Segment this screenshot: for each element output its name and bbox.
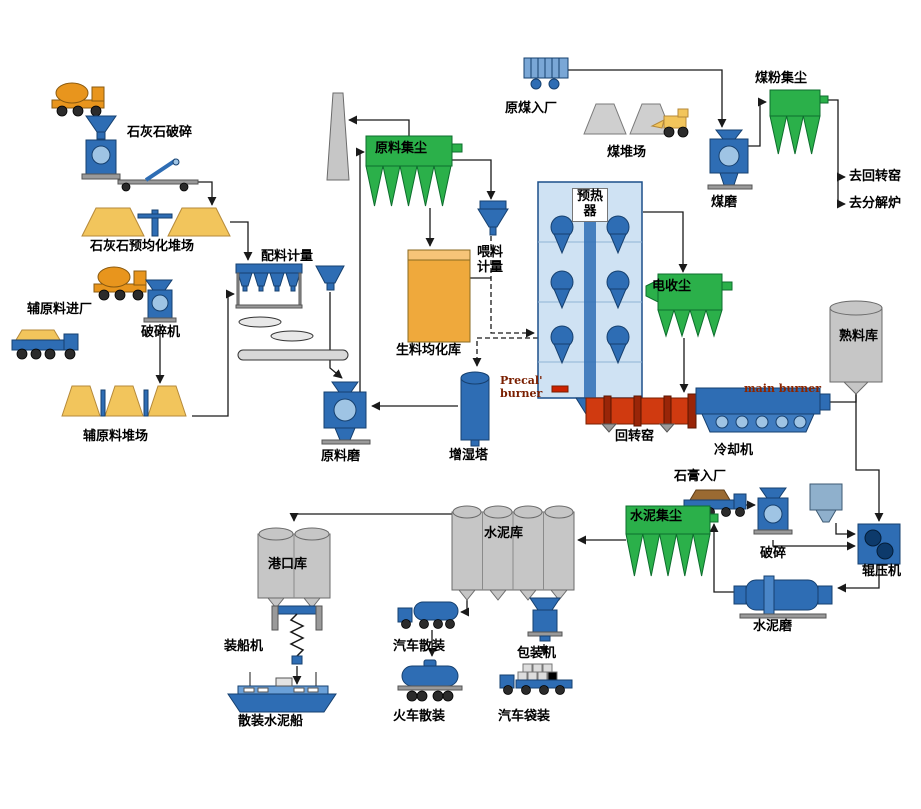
limestone-belt-conveyor xyxy=(117,158,199,192)
label-aux-material-inbound: 辅原料进厂 xyxy=(27,302,93,317)
esp-dust-collector xyxy=(645,273,733,338)
label-limestone-preblending-yard: 石灰石预均化堆场 xyxy=(90,239,195,254)
label-bulk-cement-ship: 散装水泥船 xyxy=(238,714,304,729)
gypsum-truck xyxy=(683,489,747,517)
humidifying-tower xyxy=(460,371,490,447)
label-raw-mill: 原料磨 xyxy=(321,449,361,464)
coal-unloading-station xyxy=(523,57,569,90)
precalciner-burner-nozzle xyxy=(551,385,569,393)
gypsum-crusher xyxy=(753,487,793,535)
chimney xyxy=(326,92,350,181)
rotary-kiln xyxy=(585,393,697,433)
ship-loader xyxy=(271,605,323,665)
label-cement-mill: 水泥磨 xyxy=(753,619,793,634)
coal-yard-piles xyxy=(583,103,673,135)
aux-flatbed-truck xyxy=(11,329,79,360)
label-esp: 电收尘 xyxy=(652,279,692,294)
batching-belt-conveyors xyxy=(237,316,349,361)
cement-dust-collector xyxy=(625,505,719,577)
label-feed-metering: 喂料计量 xyxy=(476,245,503,275)
label-clinker-silo: 熟料库 xyxy=(839,329,879,344)
grate-cooler xyxy=(695,387,831,433)
rail-tank-wagon xyxy=(397,659,463,702)
label-truck-bulk-loading: 汽车散装 xyxy=(393,639,446,654)
coal-yard-loader xyxy=(650,108,689,138)
coal-mill xyxy=(707,129,753,190)
limestone-preblending-piles xyxy=(81,207,231,237)
label-batching-metering: 配料计量 xyxy=(261,249,314,264)
aux-material-truck xyxy=(93,266,147,301)
raw-dust-collector xyxy=(365,135,463,207)
bulk-cement-ship xyxy=(227,672,337,713)
limestone-mixer-truck xyxy=(51,82,105,117)
label-packing-machine: 包装机 xyxy=(517,646,557,661)
cement-mill xyxy=(733,575,833,619)
batching-hopper xyxy=(315,265,345,291)
label-raw-meal-silo: 生料均化库 xyxy=(396,343,462,358)
surge-bin xyxy=(809,483,843,523)
bulk-cement-truck xyxy=(397,601,459,629)
limestone-crusher xyxy=(81,139,121,180)
aux-crusher xyxy=(143,279,177,323)
port-silos xyxy=(257,527,331,609)
label-cement-dust-collector: 水泥集尘 xyxy=(630,509,683,524)
label-coal-dust-collector: 煤粉集尘 xyxy=(755,71,808,86)
label-gypsum-inbound: 石膏入厂 xyxy=(674,469,727,484)
label-gypsum-crushing: 破碎 xyxy=(760,546,787,561)
label-to-calciner: 去分解炉 xyxy=(849,196,902,211)
label-coal-mill: 煤磨 xyxy=(711,195,738,210)
label-humidifying-tower: 增湿塔 xyxy=(449,448,489,463)
packing-machine xyxy=(527,597,563,642)
label-preheater: 预热器 xyxy=(572,188,608,222)
label-coal-yard: 煤堆场 xyxy=(607,145,647,160)
label-to-rotary-kiln: 去回转窑 xyxy=(849,169,902,184)
batching-station xyxy=(235,263,303,309)
label-truck-bag-loading: 汽车袋装 xyxy=(498,709,551,724)
flow-lines xyxy=(155,69,884,685)
label-main-burner: main burner xyxy=(744,382,822,395)
aux-material-piles xyxy=(61,385,187,417)
limestone-hopper xyxy=(85,115,117,140)
label-aux-material-yard: 辅原料堆场 xyxy=(83,429,149,444)
feed-metering-hopper xyxy=(477,200,509,236)
label-train-bulk-loading: 火车散装 xyxy=(393,709,446,724)
label-aux-crusher: 破碎机 xyxy=(141,325,181,340)
raw-meal-silo xyxy=(407,249,471,343)
coal-dust-collector xyxy=(769,89,829,155)
cement-silos xyxy=(451,505,575,601)
bagged-cement-truck xyxy=(499,663,573,695)
label-roller-press: 辊压机 xyxy=(862,564,902,579)
clinker-silo xyxy=(829,300,883,395)
label-raw-dust-collector: 原料集尘 xyxy=(375,141,428,156)
label-cement-silo: 水泥库 xyxy=(484,526,524,541)
label-precalciner-burner: Precal' burner xyxy=(500,374,543,401)
raw-mill xyxy=(321,381,371,445)
label-port-silo: 港口库 xyxy=(268,557,308,572)
label-limestone-crushing: 石灰石破碎 xyxy=(127,125,193,140)
label-ship-loader: 装船机 xyxy=(224,639,264,654)
label-cooler: 冷却机 xyxy=(714,443,754,458)
label-raw-coal-inbound: 原煤入厂 xyxy=(505,101,558,116)
roller-press xyxy=(857,523,901,565)
label-rotary-kiln: 回转窑 xyxy=(615,429,655,444)
